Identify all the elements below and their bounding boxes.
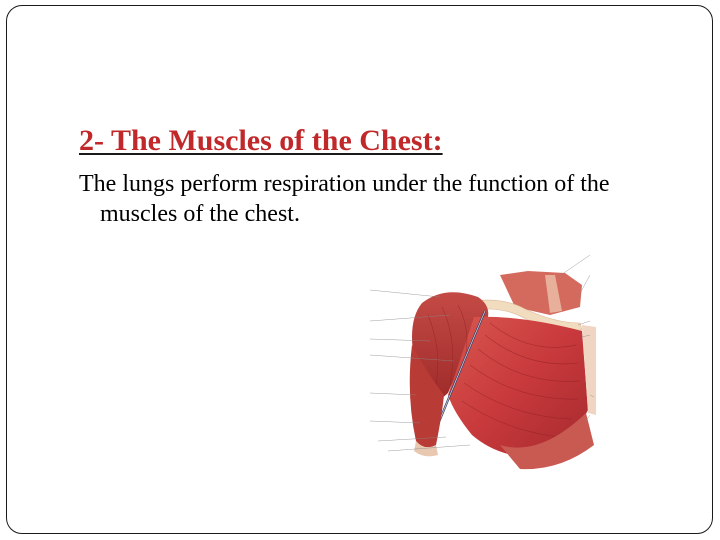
- leader-lines: [369, 254, 595, 452]
- external-oblique-shape: [500, 413, 594, 470]
- arm-tendon-shape: [414, 441, 438, 457]
- chest-muscle-anatomy-icon: [369, 254, 596, 470]
- muscle-fibres: [427, 304, 581, 438]
- body-line-1: The lungs perform respiration under the …: [79, 171, 610, 197]
- biceps-shape: [409, 345, 444, 448]
- body-line-2: muscles of the chest.: [100, 201, 300, 227]
- slide-frame: [6, 5, 713, 534]
- slide-body-text: The lungs perform respiration under the …: [79, 169, 679, 229]
- pectoralis-major-shape: [448, 316, 588, 458]
- sternum-shape: [582, 325, 596, 415]
- clavicle-shape: [459, 299, 583, 331]
- deltoid-shape: [412, 292, 489, 400]
- sternocleidomastoid-shape: [545, 275, 562, 313]
- chest-muscle-figure: [350, 245, 650, 477]
- trapezius-shape: [500, 271, 582, 315]
- slide-title: 2- The Muscles of the Chest:: [79, 124, 443, 157]
